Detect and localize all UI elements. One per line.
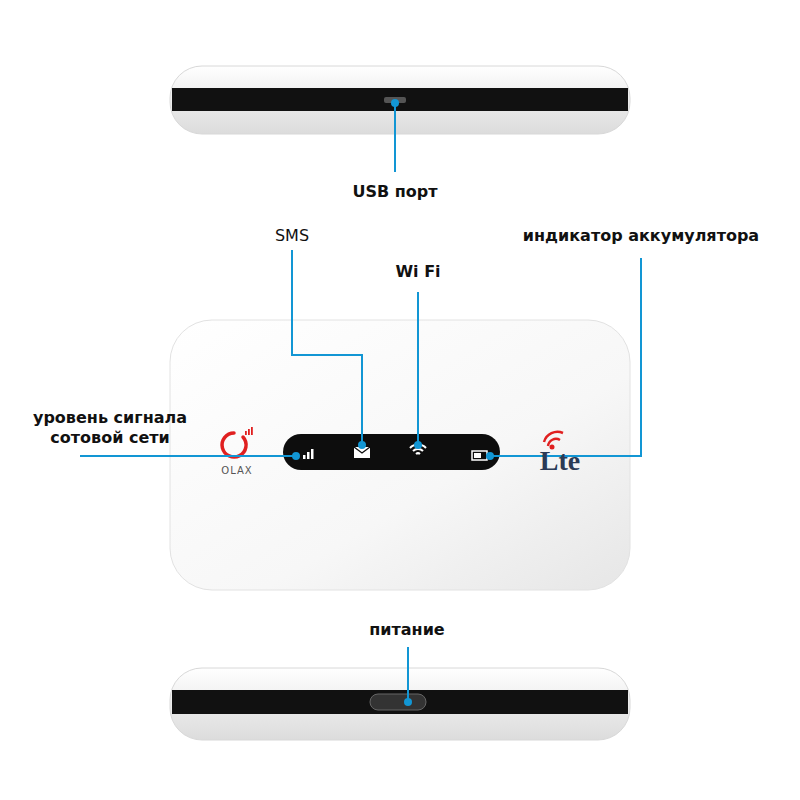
callout-label: Wi Fi [395,262,440,282]
callout-label: питание [369,620,444,640]
brand-logo: OLAX [221,465,252,477]
callout-label: уровень сигнала сотовой сети [4,408,216,448]
callout-label: индикатор аккумулятора [523,226,759,246]
lte-logo: Lte [540,446,580,476]
router-bottom-view [170,668,630,740]
router-top-view [170,66,630,134]
callout-label: SMS [275,226,309,246]
leader-lines [80,103,641,702]
leader-dots [292,99,494,706]
callout-label: USB порт [352,182,437,202]
